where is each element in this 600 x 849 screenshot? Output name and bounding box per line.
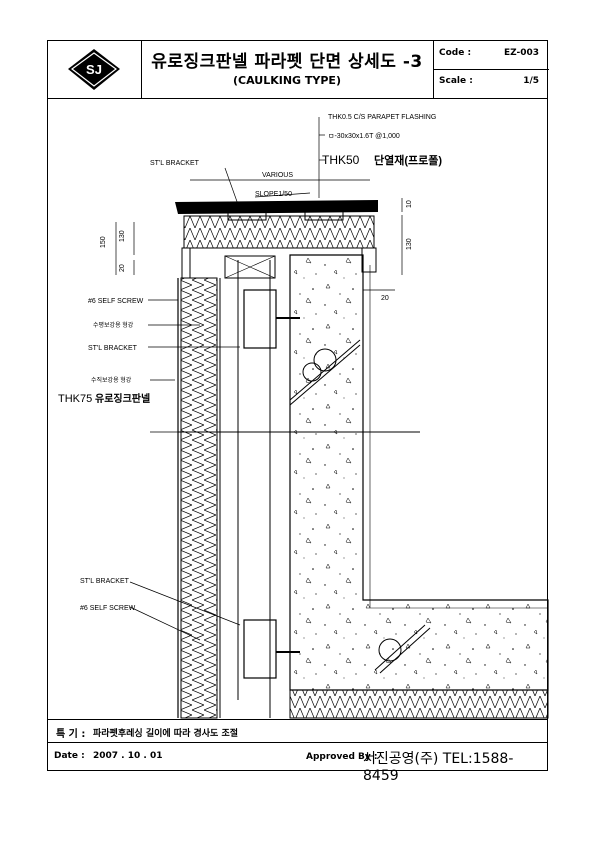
logo-cell: SJ <box>48 41 142 98</box>
logo-text: SJ <box>86 62 102 77</box>
self-screw-low-label: #6 SELF SCREW <box>80 605 136 612</box>
dim-130-right: 130 <box>406 238 413 250</box>
dim-20-right: 20 <box>381 295 389 302</box>
drawing-frame: SJ 유로징크판넬 파라펫 단면 상세도 -3 (CAULKING TYPE) … <box>47 40 549 784</box>
dim-150: 150 <box>100 236 107 248</box>
date-label: Date : <box>54 751 85 761</box>
slope-label: SLOPE1/50 <box>255 191 292 198</box>
horiz-reinf-label: 수평보강용 형강 <box>93 321 134 329</box>
company-logo: SJ <box>68 49 120 90</box>
parapet-cap <box>175 200 378 279</box>
panel-label: THK75 <box>58 393 92 405</box>
dim-130-left: 130 <box>119 230 126 242</box>
code-label: Code : <box>439 48 472 58</box>
panel-kr-label: 유로징크판넬 <box>95 392 150 405</box>
note-label: 특 기 : <box>56 729 86 740</box>
note-text: 파라펫후레싱 길이에 따라 경사도 조절 <box>93 729 239 739</box>
insulation-kr-label: 단열재(프로폴) <box>374 153 442 167</box>
approved-label: Approved By : <box>306 752 378 762</box>
stl-bracket-mid-label: ST'L BRACKET <box>88 345 138 352</box>
date-value: 2007 . 10 . 01 <box>93 751 163 761</box>
self-screw-top-label: #6 SELF SCREW <box>88 298 144 305</box>
stl-bracket-top-label: ST'L BRACKET <box>150 160 200 167</box>
scale-label: Scale : <box>439 76 473 86</box>
special-note-row: 특 기 : 파라펫후레싱 길이에 따라 경사도 조절 <box>48 719 547 743</box>
stl-bracket-low-label: ST'L BRACKET <box>80 578 130 585</box>
title-cell: 유로징크판넬 파라펫 단면 상세도 -3 (CAULKING TYPE) <box>141 41 434 98</box>
title-block: SJ 유로징크판넬 파라펫 단면 상세도 -3 (CAULKING TYPE) … <box>48 41 549 99</box>
pipe-label: ㅁ-30x30x1.6T @1,000 <box>328 133 400 140</box>
drawing-subtitle: (CAULKING TYPE) <box>233 74 341 87</box>
scale-value: 1/5 <box>523 76 539 86</box>
insulation-label: THK50 <box>322 153 360 167</box>
zinc-panel <box>177 277 221 719</box>
concrete-wall <box>289 254 549 691</box>
vert-reinf-label: 수직보강용 형강 <box>91 376 132 384</box>
drawing-title: 유로징크판넬 파라펫 단면 상세도 -3 <box>151 52 423 72</box>
approved-value: 서진공영(주) TEL:1588-8459 <box>363 751 514 784</box>
code-scale-cell: Code : EZ-003 Scale : 1/5 <box>433 41 549 98</box>
dim-20-left: 20 <box>119 264 126 272</box>
code-value: EZ-003 <box>503 48 539 58</box>
flashing-label: THK0.5 C/S PARAPET FLASHING <box>328 114 436 121</box>
various-label: VARIOUS <box>262 172 293 179</box>
dim-10: 10 <box>406 200 413 208</box>
footer-row: Date : 2007 . 10 . 01 Approved By : 서진공영… <box>48 743 547 784</box>
